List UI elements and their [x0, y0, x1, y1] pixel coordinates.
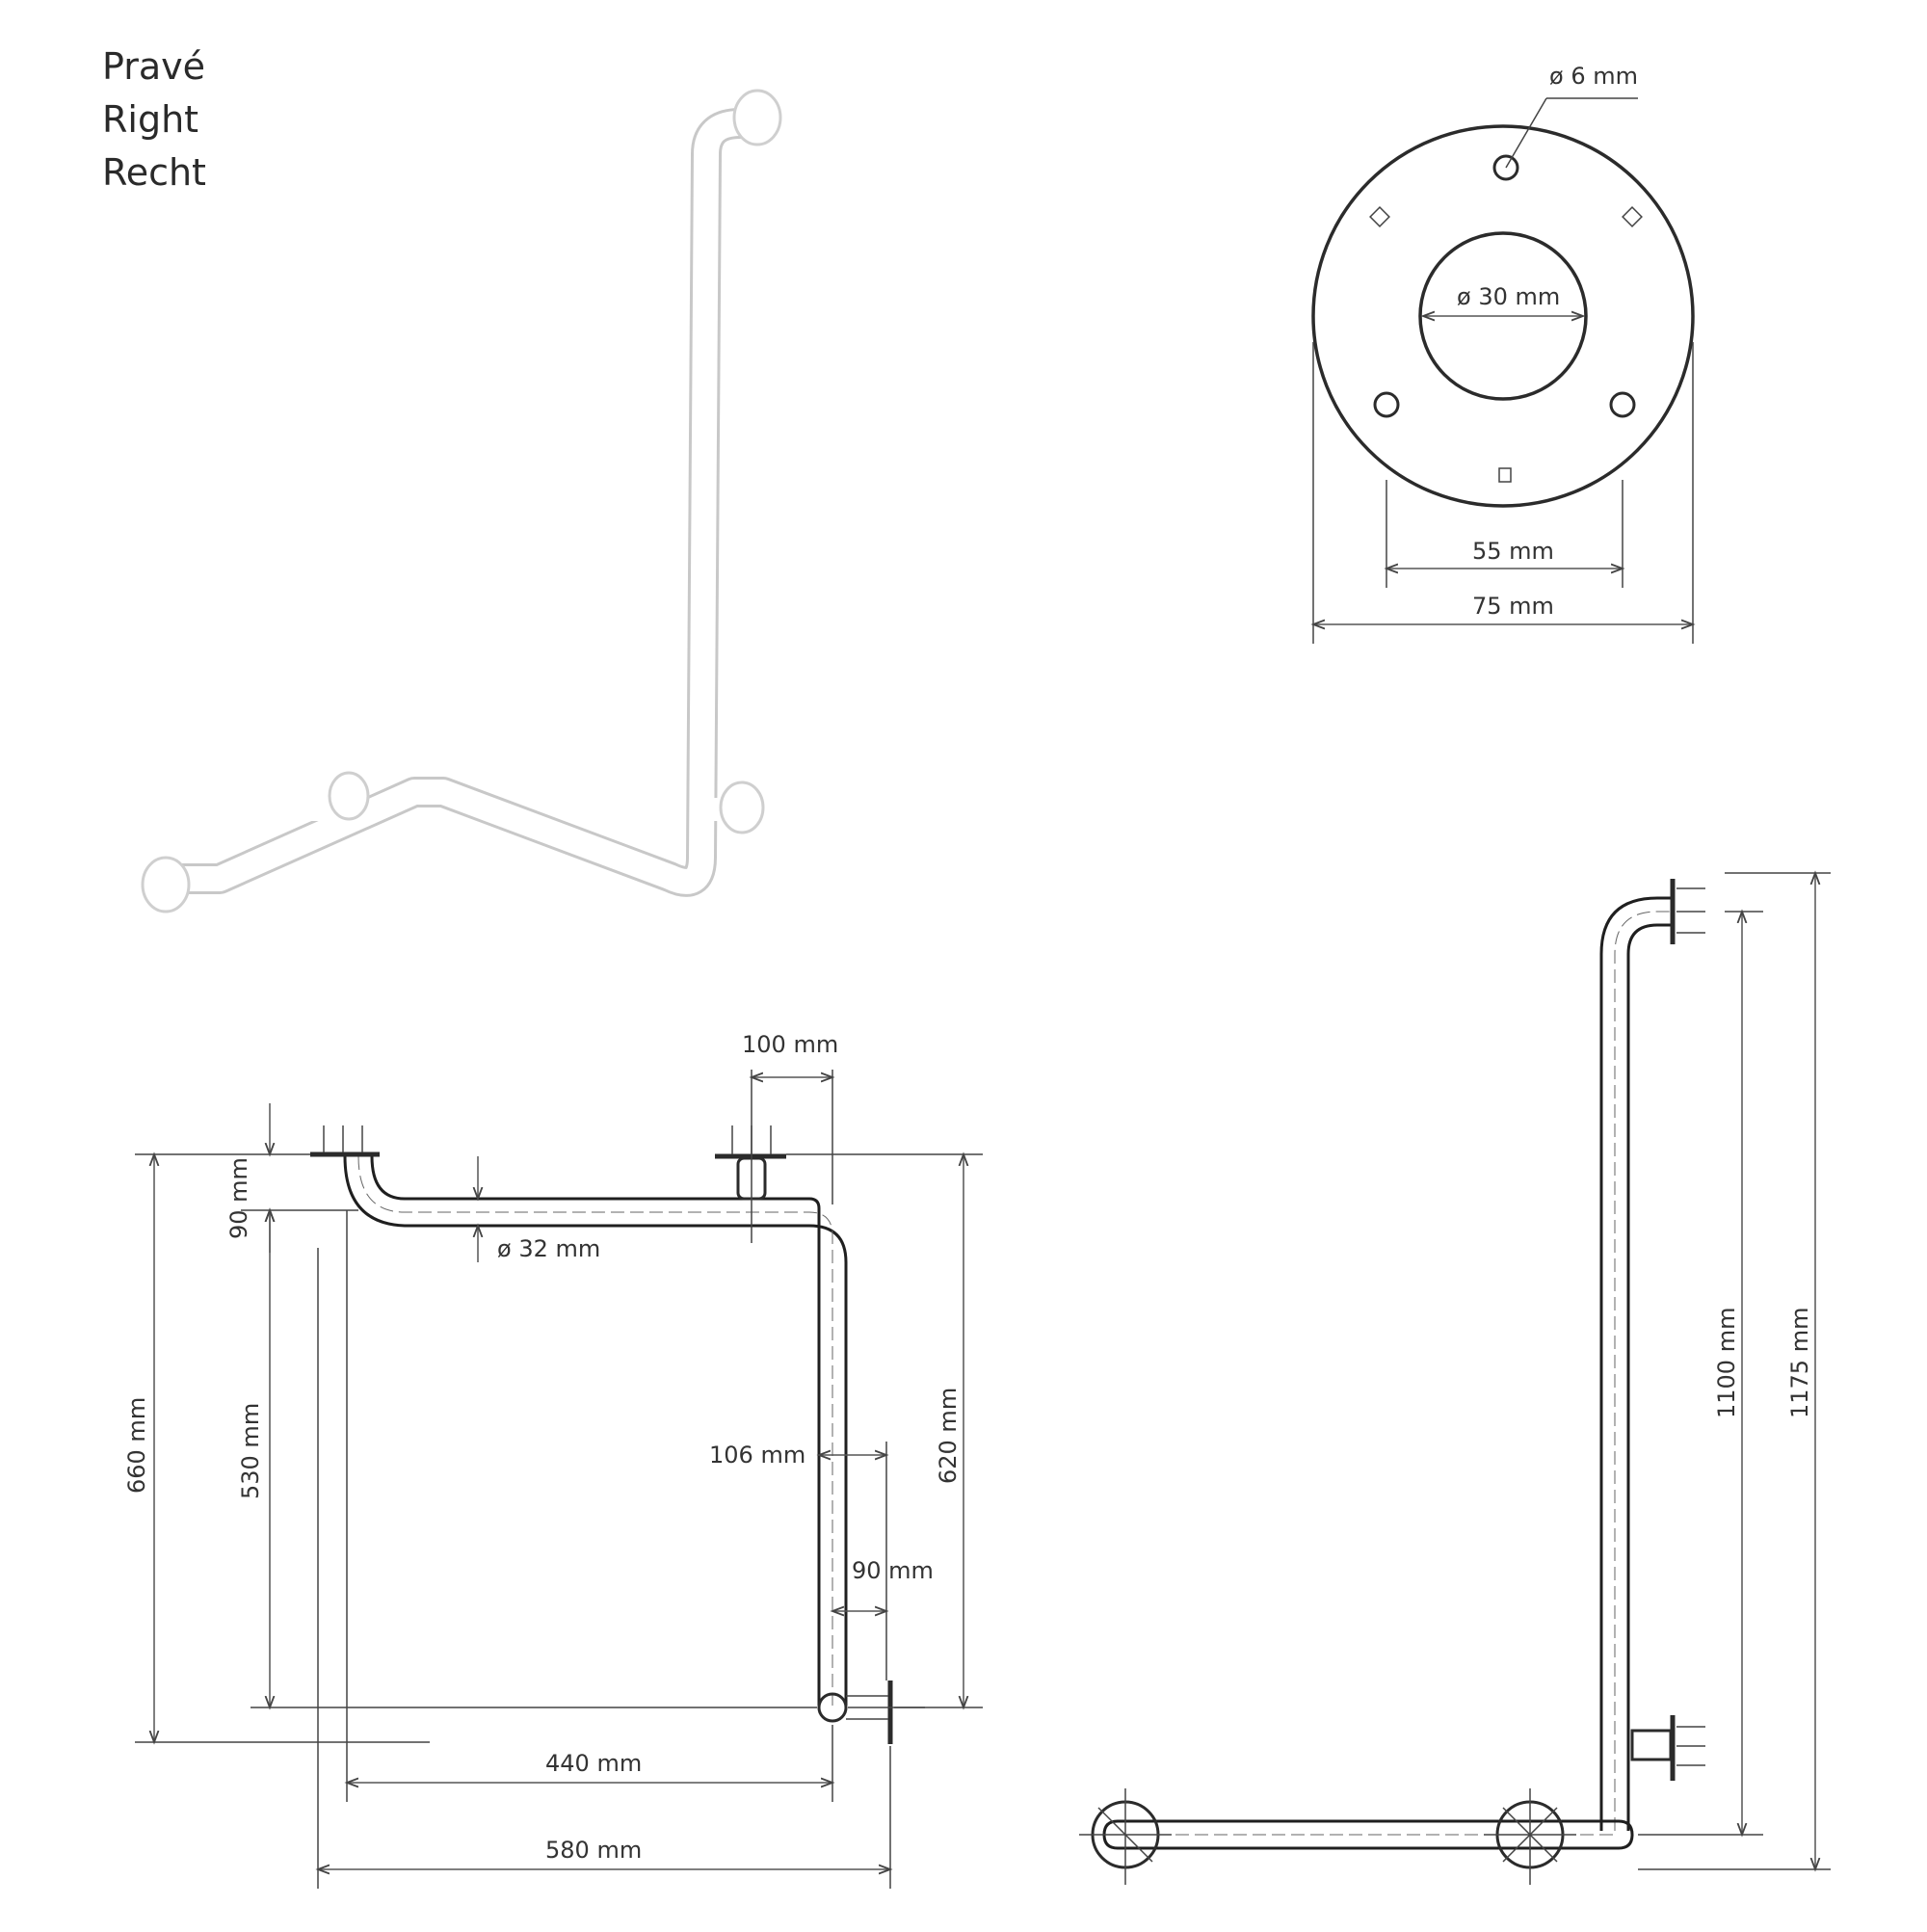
label-de: Recht: [102, 151, 206, 194]
front-view: 90 mm ø 32 mm 100 mm 660 mm 530 mm 620 m…: [123, 1031, 983, 1889]
screw-hole-right: [1609, 391, 1636, 418]
flange-rosette-right: [719, 781, 765, 834]
inner-height-label: 530 mm: [237, 1403, 264, 1499]
right-height-label: 620 mm: [935, 1388, 962, 1484]
flange-inner-circle: [1418, 231, 1588, 401]
hole-diameter-label: ø 6 mm: [1549, 63, 1638, 90]
orientation-labels: Pravé Right Recht: [102, 40, 206, 199]
top-offset-label: 90 mm: [225, 1157, 252, 1239]
total-width-label: 580 mm: [545, 1837, 642, 1864]
screw-hole-left: [1373, 391, 1400, 418]
flange-rosette-top: [732, 89, 782, 146]
tube-end-circle: [817, 1692, 848, 1723]
horizontal-offset-label: 106 mm: [709, 1442, 805, 1469]
side-total-height-label: 1175 mm: [1786, 1308, 1813, 1418]
marker-square-bottom: [1498, 467, 1512, 483]
flange-spacing-label: 100 mm: [742, 1031, 838, 1058]
label-cz: Pravé: [102, 45, 206, 88]
inner-diameter-label: ø 30 mm: [1457, 283, 1560, 310]
flange-rosette-middle: [328, 771, 370, 821]
outer-diameter-label: 75 mm: [1472, 593, 1554, 620]
flange-rosette-left: [141, 856, 191, 913]
flange-detail: ø 6 mm ø 30 mm 55 mm 75 mm: [1313, 63, 1693, 644]
grab-bar-illustration: [141, 89, 782, 913]
total-height-label: 660 mm: [123, 1397, 150, 1494]
marker-square-left: [1369, 206, 1390, 227]
inner-width-label: 440 mm: [545, 1750, 642, 1777]
flange-outer-circle: [1311, 124, 1695, 508]
wall-offset-label: 90 mm: [852, 1557, 934, 1584]
marker-square-right: [1622, 206, 1643, 227]
side-view: 1100 mm 1175 mm: [1079, 873, 1831, 1885]
side-inner-height-label: 1100 mm: [1713, 1308, 1740, 1418]
tube-diameter-label: ø 32 mm: [497, 1235, 600, 1262]
hole-spacing-label: 55 mm: [1472, 538, 1554, 565]
label-en: Right: [102, 98, 199, 141]
screw-hole-top: [1492, 154, 1519, 181]
